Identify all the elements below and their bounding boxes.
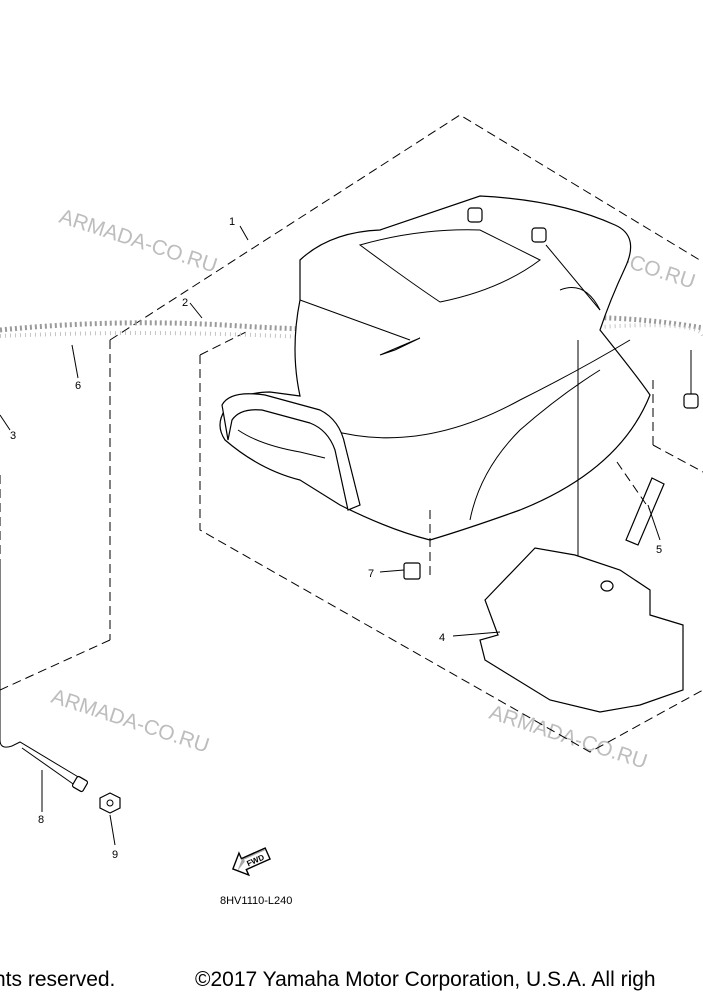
watermark-4: ARMADA-CO.RU (48, 685, 212, 758)
seat-upper-panel (358, 229, 541, 303)
assembly-box-1 (109, 114, 703, 341)
callout-leaders (0, 225, 661, 846)
seat-knob-3 (683, 393, 699, 409)
assembly-box-1-bottom (0, 639, 111, 691)
seat-knob-2 (531, 227, 547, 243)
callout-6: 6 (75, 380, 81, 392)
copyright-left: nts reserved. (0, 968, 116, 991)
seat-side-curve (559, 287, 601, 311)
watermark-1: ARMADA-CO.RU (56, 205, 220, 278)
grab-handle-inner (237, 429, 326, 459)
seat-knob-1 (467, 207, 483, 223)
seat-crease-2 (379, 337, 421, 356)
seat-crease-1 (299, 299, 411, 341)
base-plate-hole (600, 580, 614, 592)
watermark-5: ARMADA-CO.RU (486, 701, 650, 774)
assembly-box-2-right-b (652, 444, 703, 473)
callout-7: 7 (368, 568, 374, 580)
nut (99, 792, 121, 814)
callout-1: 1 (229, 216, 235, 228)
clip (403, 562, 421, 580)
callout-2: 2 (182, 297, 188, 309)
figure-code: 8HV1110-L240 (220, 895, 292, 907)
bolt (0, 560, 89, 793)
nut-hole (106, 799, 114, 807)
knob-2-lead (545, 244, 601, 311)
callout-5: 5 (656, 544, 662, 556)
seat-crease-4 (469, 369, 601, 521)
callout-8: 8 (38, 814, 44, 826)
seat-crease-3 (329, 339, 631, 439)
callout-labels: 1 2 3 4 5 6 7 8 9 (10, 216, 662, 861)
fwd-arrow-icon: FWD (231, 847, 271, 877)
grab-handle (221, 393, 361, 511)
seat-base-plate (479, 547, 684, 713)
callout-9: 9 (112, 849, 118, 861)
copyright-right: ©2017 Yamaha Motor Corporation, U.S.A. A… (195, 968, 656, 991)
callout-3: 3 (10, 430, 16, 442)
strip-lead (616, 461, 651, 511)
seat-outline (219, 195, 651, 541)
assembly-boxes (0, 114, 703, 753)
seal-strip (625, 477, 665, 546)
seat-assembly (219, 195, 699, 630)
assembly-box-2-top (199, 329, 251, 356)
assembly-box-2 (199, 355, 703, 753)
callout-4: 4 (439, 632, 445, 644)
